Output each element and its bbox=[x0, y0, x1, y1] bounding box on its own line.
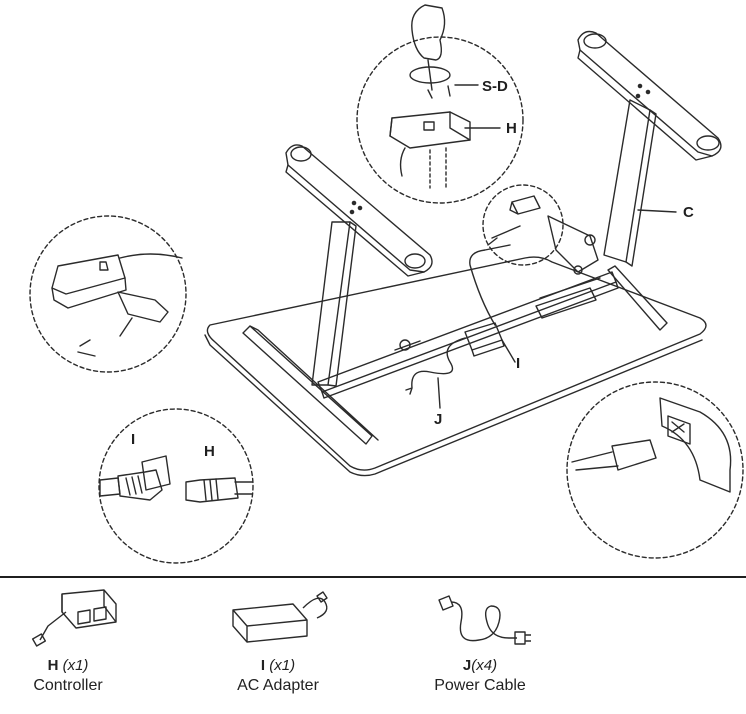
assembly-diagram: S-D H C I J I H bbox=[29, 4, 744, 564]
right-arm bbox=[577, 30, 722, 161]
power-cable-icon bbox=[438, 595, 531, 645]
callout-connector-i: I bbox=[131, 431, 135, 448]
controller-icon bbox=[31, 589, 117, 647]
callout-i: I bbox=[516, 355, 520, 372]
power-cable-code: J bbox=[462, 657, 472, 674]
connector-i-h-detail bbox=[99, 455, 253, 503]
power-plug-detail-circle bbox=[566, 381, 744, 559]
connector-detail-circle bbox=[98, 408, 254, 564]
callout-s-d: S-D bbox=[482, 78, 508, 95]
screwdriver-hand bbox=[409, 4, 451, 99]
leader-i bbox=[501, 339, 516, 363]
ac-adapter-name: AC Adapter bbox=[237, 677, 319, 694]
part-power-cable: J(x4) Power Cable bbox=[380, 582, 580, 712]
ac-adapter-icon bbox=[232, 591, 328, 643]
power-plug-detail bbox=[571, 397, 732, 493]
callout-connector-h: H bbox=[204, 443, 215, 460]
controller-qty: (x1) bbox=[62, 657, 89, 674]
power-cable-qty: (x4) bbox=[471, 657, 498, 674]
part-controller: H (x1) Controller bbox=[0, 582, 168, 712]
crossbar bbox=[317, 271, 619, 399]
controller-mounted bbox=[487, 195, 541, 246]
callout-h: H bbox=[506, 120, 517, 137]
part-ac-adapter: I (x1) AC Adapter bbox=[178, 582, 378, 712]
power-cable-name: Power Cable bbox=[434, 677, 526, 694]
right-foot bbox=[607, 265, 668, 331]
ac-adapter-code: I bbox=[260, 657, 266, 674]
motor-unit bbox=[535, 215, 599, 319]
right-leg bbox=[603, 99, 657, 267]
callout-c: C bbox=[683, 204, 694, 221]
left-foot bbox=[242, 325, 379, 445]
section-divider bbox=[0, 576, 746, 578]
controller-name: Controller bbox=[33, 677, 103, 694]
leader-c bbox=[637, 209, 677, 213]
ac-adapter-qty: (x1) bbox=[269, 657, 296, 674]
left-arm bbox=[285, 144, 433, 277]
controller-code: H bbox=[47, 657, 59, 674]
ac-adapter-mounted bbox=[405, 244, 511, 395]
controller-detail-circle bbox=[482, 184, 564, 266]
controller-connection-detail bbox=[51, 253, 183, 357]
leader-j bbox=[437, 377, 441, 409]
left-leg bbox=[311, 221, 357, 387]
callout-j: J bbox=[434, 411, 442, 428]
screw-detail-circle bbox=[356, 36, 524, 204]
controller-bracket bbox=[389, 111, 471, 189]
desktop-panel bbox=[204, 256, 707, 477]
controller-connection-circle bbox=[29, 215, 187, 373]
